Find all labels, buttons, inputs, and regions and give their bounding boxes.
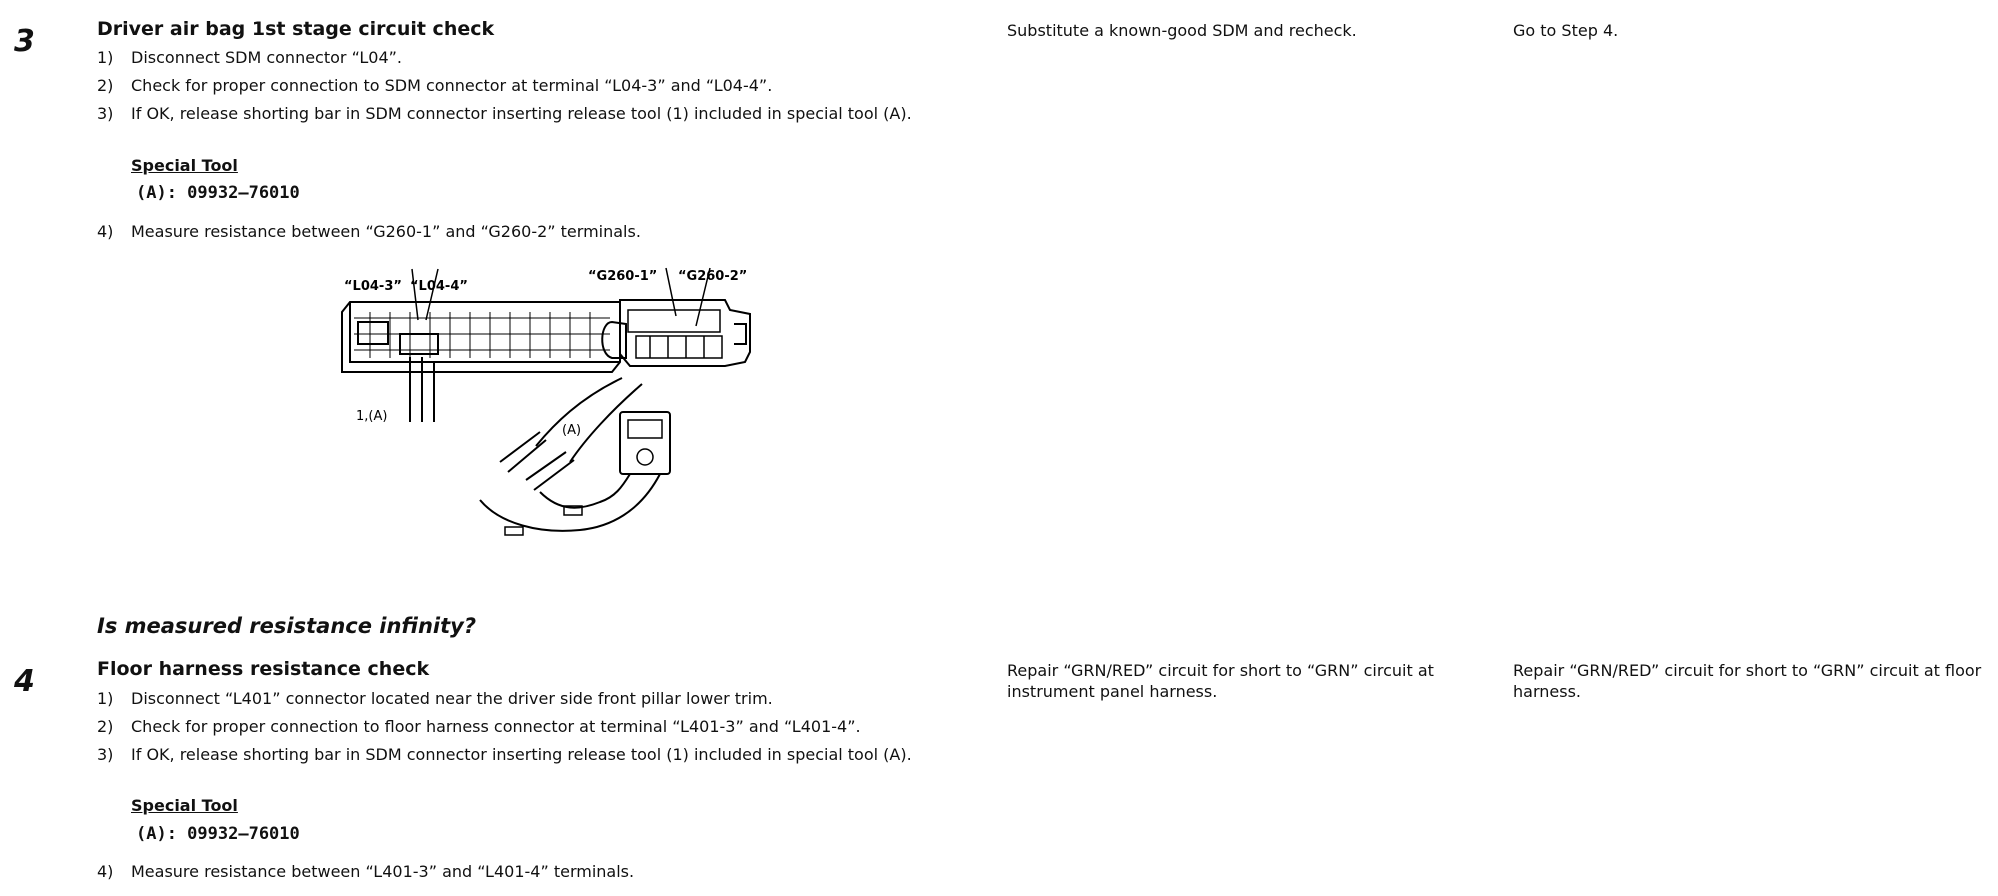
label-l04-3: “L04-3” <box>344 279 402 294</box>
step-item: 1) Disconnect “L401” connector located n… <box>97 688 967 709</box>
label-g260-1: “G260-1” <box>588 269 657 284</box>
step-item: 4) Measure resistance between “G260-1” a… <box>97 221 967 242</box>
item-text: Check for proper connection to SDM conne… <box>131 76 773 95</box>
yes-action: Repair “GRN/RED” circuit for short to “G… <box>1007 661 1434 701</box>
item-text: Measure resistance between “L401-3” and … <box>131 862 635 881</box>
item-text: If OK, release shorting bar in SDM conne… <box>131 745 912 764</box>
yes-action: Substitute a known-good SDM and recheck. <box>1007 21 1357 40</box>
step-number: 3 <box>14 24 35 59</box>
label-l04-4: “L04-4” <box>410 279 468 294</box>
step-item: 3) If OK, release shorting bar in SDM co… <box>97 103 957 124</box>
step-item: 4) Measure resistance between “L401-3” a… <box>97 861 967 882</box>
no-action: Go to Step 4. <box>1513 21 1619 40</box>
label-tool: 1,(A) <box>356 409 387 424</box>
step-item: 2) Check for proper connection to SDM co… <box>97 75 967 96</box>
special-tool-value: (A): 09932–76010 <box>136 183 300 203</box>
special-tool-value: (A): 09932–76010 <box>136 824 300 844</box>
item-text: Measure resistance between “G260-1” and … <box>131 222 641 241</box>
item-number: 1) <box>97 689 114 708</box>
connector-diagram: “L04-3” “L04-4” “G260-1” “G260-2” 1,(A) … <box>341 267 751 536</box>
step-title: Floor harness resistance check <box>97 658 430 680</box>
item-number: 3) <box>97 745 114 764</box>
item-text: Check for proper connection to floor har… <box>131 717 861 736</box>
step-title: Driver air bag 1st stage circuit check <box>97 18 495 40</box>
special-tool-label: Special Tool <box>131 796 238 815</box>
step-item: 3) If OK, release shorting bar in SDM co… <box>97 744 957 765</box>
item-text: If OK, release shorting bar in SDM conne… <box>131 104 912 123</box>
ohmmeter-icon <box>619 411 671 475</box>
floor-connector-illustration <box>601 299 751 367</box>
item-number: 4) <box>97 862 114 881</box>
sdm-connector-illustration <box>341 301 621 422</box>
step-item: 1) Disconnect SDM connector “L04”. <box>97 47 967 68</box>
item-number: 4) <box>97 222 114 241</box>
decision-question: Is measured resistance infinity? <box>97 614 477 638</box>
item-number: 3) <box>97 104 114 123</box>
item-text: Disconnect SDM connector “L04”. <box>131 48 403 67</box>
step-item: 2) Check for proper connection to floor … <box>97 716 967 737</box>
item-text: Disconnect “L401” connector located near… <box>131 689 773 708</box>
item-number: 1) <box>97 48 114 67</box>
special-tool-label: Special Tool <box>131 156 238 175</box>
item-number: 2) <box>97 76 114 95</box>
step-number: 4 <box>14 664 35 699</box>
item-number: 2) <box>97 717 114 736</box>
no-action: Repair “GRN/RED” circuit for short to “G… <box>1513 661 1982 701</box>
label-g260-2: “G260-2” <box>678 269 747 284</box>
label-a: (A) <box>562 423 581 438</box>
